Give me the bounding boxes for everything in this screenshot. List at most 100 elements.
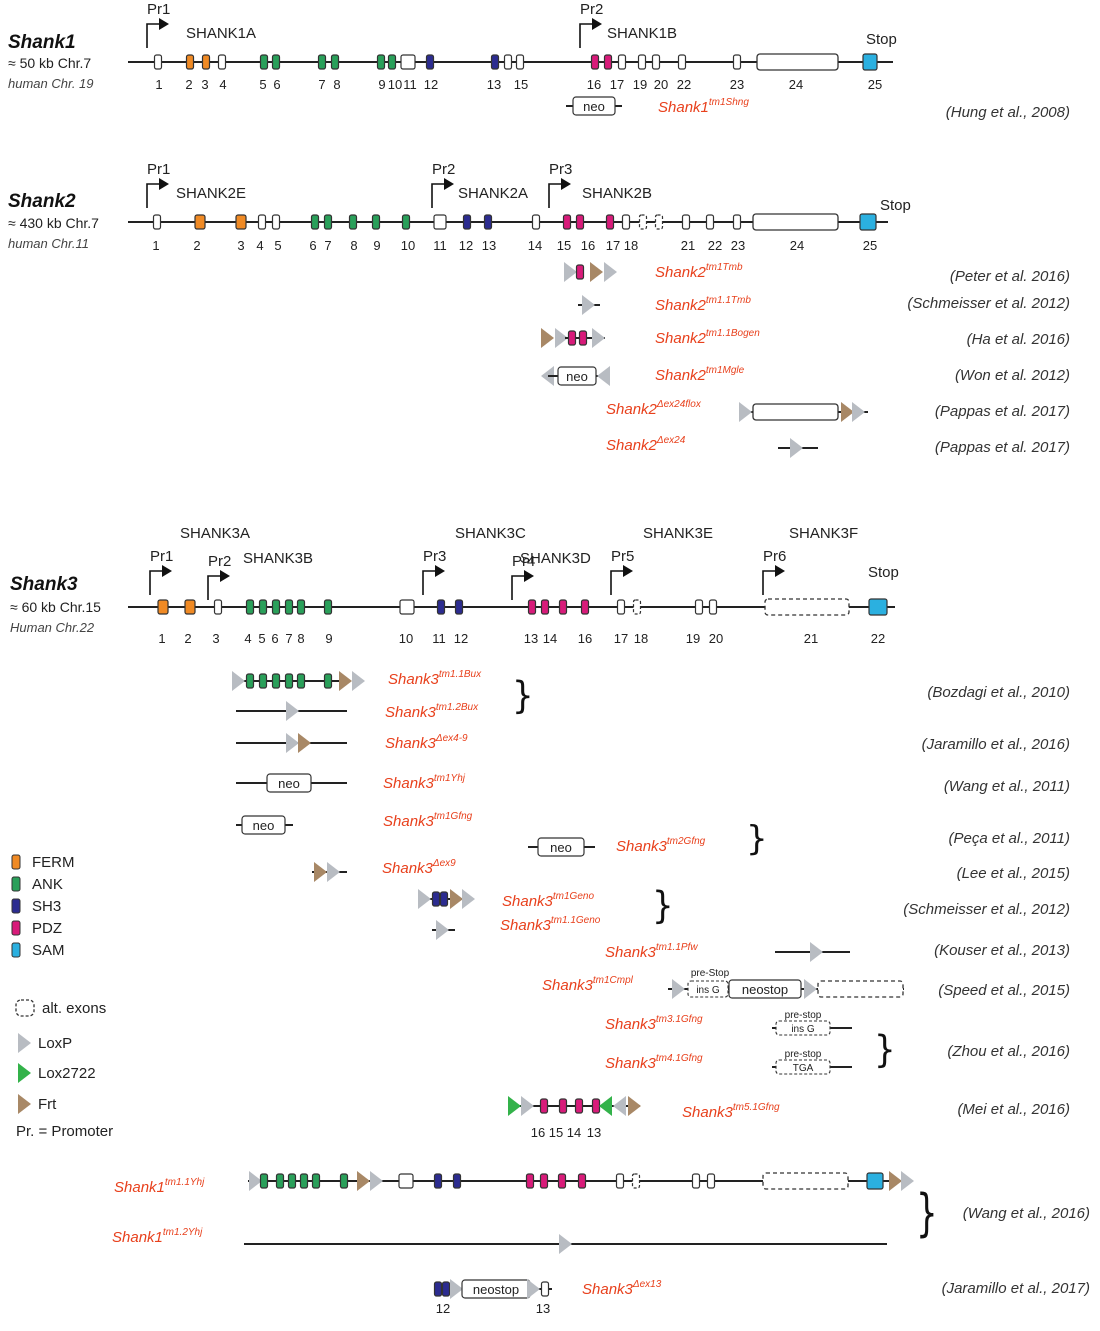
gene-name-shank1: Shank1 <box>8 32 76 53</box>
shank2-exon-1 <box>194 214 206 230</box>
shank3-exon-17 <box>632 599 642 615</box>
shank3-bux1-exon-2 <box>271 673 281 689</box>
ref-peca-2011: (Peça et al., 2011) <box>949 830 1070 847</box>
shank1-exon-0 <box>153 54 163 70</box>
shank3-geno-frt <box>450 889 463 909</box>
shank3-exon-18 <box>694 599 704 615</box>
wang2016-exon-ank-0 <box>259 1173 269 1189</box>
shank3-exon-6 <box>284 599 294 615</box>
shank3-exon-4 <box>258 599 268 615</box>
shank3-tm51-exon-number-14: 14 <box>567 1125 581 1140</box>
shank1-exon-number-4: 4 <box>219 77 226 92</box>
shank3-tm41-prestop-text: pre-stop <box>785 1049 822 1060</box>
shank3-isoform-f: SHANK3F <box>789 525 858 542</box>
shank1-exon-10 <box>400 54 416 70</box>
shank2-exon-15 <box>575 214 585 230</box>
shank3-tm1yhj-neo-text: neo <box>278 776 300 791</box>
shank3-exon-19 <box>708 599 718 615</box>
shank1-exon-18 <box>637 54 647 70</box>
shank2-exon-number-8: 8 <box>350 238 357 253</box>
legend-alt-exons-swatch <box>15 999 35 1017</box>
shank3-exon-13 <box>540 599 550 615</box>
shank2-exon-13 <box>531 214 541 230</box>
allele-shank2-dex24: Shank2Δex24 <box>606 435 686 454</box>
shank2-exon-22 <box>732 214 742 230</box>
shank1-exon-5 <box>271 54 281 70</box>
allele-shank3-dex4-9: Shank3Δex4-9 <box>385 733 468 752</box>
wang2016-exon-20 <box>706 1173 716 1189</box>
shank3-tm51-frt <box>628 1096 641 1116</box>
wang2016-exon-sh3-2 <box>452 1173 462 1189</box>
shank3-tm51-exon-number-13: 13 <box>587 1125 601 1140</box>
shank3-cmpl-prestop-text: pre-Stop <box>691 968 730 979</box>
shank2-dex24flox-exon24 <box>752 403 839 421</box>
allele-shank3-tm2gfng: Shank3tm2Gfng <box>616 836 706 855</box>
shank2-stop-label: Stop <box>880 197 911 214</box>
wang2016-frt-1 <box>357 1171 370 1191</box>
shank2-exon-6 <box>323 214 333 230</box>
shank3-exon-number-21: 21 <box>804 631 818 646</box>
shank2-tm1tmb-loxp-1 <box>564 262 577 282</box>
shank3-exon-9 <box>399 599 415 615</box>
shank3-promoter-5-arrowhead <box>623 565 633 577</box>
allele-shank3-tm1yhj-superscript: tm1Yhj <box>434 773 466 784</box>
allele-shank2-dex24flox-superscript: Δex24flox <box>656 399 702 410</box>
allele-shank3-tm1-2bux-base: Shank3 <box>385 704 437 721</box>
brace-bozdagi: } <box>512 675 534 718</box>
allele-shank3-tm1-1bux-superscript: tm1.1Bux <box>439 669 482 680</box>
shank3-isoform-e: SHANK3E <box>643 525 713 542</box>
shank2-mgle-loxp-2 <box>597 366 610 386</box>
shank3-geno-loxp-1 <box>418 889 431 909</box>
shank3-bux1-frt <box>339 671 352 691</box>
shank3-promoter-4-arrow <box>511 575 526 600</box>
allele-shank3-dex9-base: Shank3 <box>382 860 434 877</box>
shank3-geno-exon-1 <box>431 891 441 907</box>
allele-shank2-dex24-superscript: Δex24 <box>656 435 686 446</box>
shank3-exon-number-1: 1 <box>158 631 165 646</box>
allele-shank3-tm4-1gfng-superscript: tm4.1Gfng <box>656 1053 703 1064</box>
allele-shank2-tm1-1tmb-base: Shank2 <box>655 297 707 314</box>
shank1-exon-3 <box>217 54 227 70</box>
shank2-promoter-2-label: Pr2 <box>432 161 455 178</box>
shank1-exon-number-6: 6 <box>273 77 280 92</box>
shank2-exon-25 <box>859 213 877 231</box>
shank3-exon-number-12: 12 <box>454 631 468 646</box>
shank1-exon-6 <box>317 54 327 70</box>
shank3-tm51-exon-1 <box>558 1098 568 1114</box>
wang2016-exon-ank-1 <box>275 1173 285 1189</box>
ref-pappas-2017-a: (Pappas et al. 2017) <box>935 403 1070 420</box>
wang2016-exon-pdz-3 <box>577 1173 587 1189</box>
shank1-isoform-a: SHANK1A <box>186 25 256 42</box>
shank2-exon-12 <box>483 214 493 230</box>
shank3-exon-7 <box>296 599 306 615</box>
allele-shank3-dex13-superscript: Δex13 <box>632 1279 662 1290</box>
shank1-exon-number-12: 12 <box>424 77 438 92</box>
allele-shank3-tm2gfng-superscript: tm2Gfng <box>667 836 706 847</box>
shank3-dex9-loxp <box>327 862 340 882</box>
allele-shank1-tm1shng-superscript: tm1Shng <box>709 97 749 108</box>
shank3-dex4-9-loxp <box>286 733 299 753</box>
shank1-exon-number-8: 8 <box>333 77 340 92</box>
allele-shank3-tm4-1gfng-base: Shank3 <box>605 1055 657 1072</box>
shank2-exon-18 <box>638 214 648 230</box>
legend-frt-label: Frt <box>38 1096 57 1113</box>
allele-shank3-tm1geno: Shank3tm1Geno <box>502 891 594 910</box>
wang2016-exon-17 <box>615 1173 625 1189</box>
shank3-exon-number-13: 13 <box>524 631 538 646</box>
shank2-exon-5 <box>310 214 320 230</box>
shank1-exon-number-22: 22 <box>677 77 691 92</box>
shank3-exon-14 <box>558 599 568 615</box>
wang2016-exon-sh3-1 <box>433 1173 443 1189</box>
shank1-stop-label: Stop <box>866 31 897 48</box>
allele-shank3-tm1geno-base: Shank3 <box>502 893 554 910</box>
shank3-tm51-loxp-2 <box>613 1096 626 1116</box>
shank1-exon-number-23: 23 <box>730 77 744 92</box>
shank1-promoter-2-arrow <box>579 23 594 48</box>
allele-shank2-tm1tmb: Shank2tm1Tmb <box>655 262 743 281</box>
shank1-exon-1 <box>185 54 195 70</box>
shank3-bux1-loxp-1 <box>232 671 245 691</box>
shank1-promoter-2-arrowhead <box>592 18 602 30</box>
shank2-exon-number-15: 15 <box>557 238 571 253</box>
gene-human-shank3: Human Chr.22 <box>10 620 95 635</box>
